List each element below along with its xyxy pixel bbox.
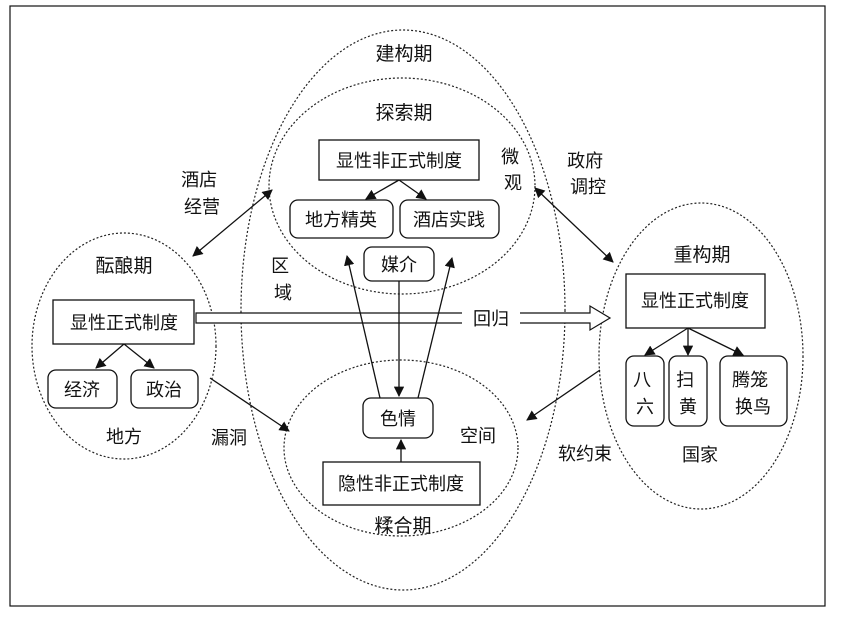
arrow-to-ba-liu [644, 327, 689, 356]
exploration-ellipse [268, 77, 536, 295]
arrow-to-teng-long [687, 327, 744, 356]
construction-ellipse [240, 29, 566, 591]
ba-liu-line-1: 八 [633, 370, 651, 391]
hotel-operation-arrow [192, 189, 273, 257]
sao-huang-line-2: 黄 [679, 397, 697, 418]
pornography-label: 色情 [380, 409, 416, 430]
arrow-pornography-to-right [417, 256, 455, 399]
implicit-informal-label: 隐性非正式制度 [338, 474, 464, 495]
gestation-ellipse [31, 232, 217, 460]
fusion-ellipse [283, 359, 519, 537]
soft-constraint-arrow [526, 369, 601, 421]
local-elite-label: 地方精英 [305, 210, 377, 231]
explicit-informal-label: 显性非正式制度 [336, 151, 462, 172]
reconstruction-ellipse [598, 202, 804, 510]
return-arrow [195, 304, 612, 332]
teng-long-line-1: 腾笼 [732, 370, 768, 391]
explicit-formal-left-label: 显性正式制度 [70, 313, 178, 334]
sao-huang-line-1: 扫 [676, 370, 694, 391]
ba-liu-line-2: 六 [636, 397, 654, 418]
return-label: 回归 [473, 309, 509, 330]
explicit-informal-box [318, 139, 480, 181]
ba-liu-label: 八 六 [633, 370, 657, 418]
arrow-to-hotel-practice [398, 179, 427, 200]
micro-label: 微 观 [501, 147, 525, 194]
return-label-bg [462, 308, 520, 328]
politics-box [130, 369, 199, 409]
hotel-operation-line-2: 经营 [184, 197, 220, 218]
fusion-period-title: 糅合期 [374, 515, 431, 537]
gov-regulation-line-1: 政府 [567, 151, 603, 172]
frame-border [9, 5, 826, 607]
explicit-formal-right-box [625, 273, 766, 329]
media-label: 媒介 [381, 255, 417, 276]
exploration-period-title: 探索期 [375, 102, 432, 124]
explicit-formal-right-label: 显性正式制度 [641, 291, 749, 312]
core-arrows [344, 254, 455, 462]
arrow-to-economy [95, 343, 125, 369]
pornography-box [362, 397, 434, 439]
construction-period-title: 建构期 [375, 43, 432, 65]
sao-huang-label: 扫 黄 [676, 370, 700, 418]
hotel-practice-label: 酒店实践 [413, 210, 485, 231]
implicit-informal-box [322, 461, 481, 506]
reconstruction-period-title: 重构期 [673, 244, 730, 266]
arrow-to-local-elite [365, 179, 400, 200]
state-label: 国家 [682, 445, 718, 466]
micro-char-1: 微 [501, 147, 519, 168]
local-label: 地方 [106, 427, 142, 448]
arrow-to-politics [123, 343, 155, 369]
region-label: 区 域 [271, 256, 295, 304]
hotel-operation-line-1: 酒店 [181, 170, 217, 191]
region-char-1: 区 [271, 256, 289, 277]
branch-arrows [95, 179, 744, 369]
loophole-arrow [209, 377, 290, 432]
gestation-period-title: 酝酿期 [95, 255, 152, 277]
hotel-practice-box [399, 199, 500, 239]
politics-label: 政治 [146, 380, 182, 401]
local-elite-box [289, 199, 394, 239]
ba-liu-box [625, 355, 665, 427]
region-char-2: 域 [274, 283, 292, 304]
gov-regulation-arrow [534, 187, 614, 263]
teng-long-label: 腾笼 换鸟 [732, 370, 774, 418]
soft-constraint-label: 软约束 [558, 444, 612, 465]
teng-long-box [719, 355, 788, 427]
gov-regulation-line-2: 调控 [570, 177, 606, 198]
micro-char-2: 观 [504, 173, 522, 194]
hotel-operation-label: 酒店 经营 [181, 170, 223, 218]
connector-arrows [192, 187, 614, 432]
loophole-label: 漏洞 [211, 428, 247, 449]
arrow-pornography-to-left [344, 254, 381, 399]
space-label: 空间 [460, 426, 496, 447]
gov-regulation-label: 政府 调控 [567, 151, 609, 198]
economy-label: 经济 [64, 380, 100, 401]
teng-long-line-2: 换鸟 [735, 397, 771, 418]
economy-box [47, 369, 118, 409]
